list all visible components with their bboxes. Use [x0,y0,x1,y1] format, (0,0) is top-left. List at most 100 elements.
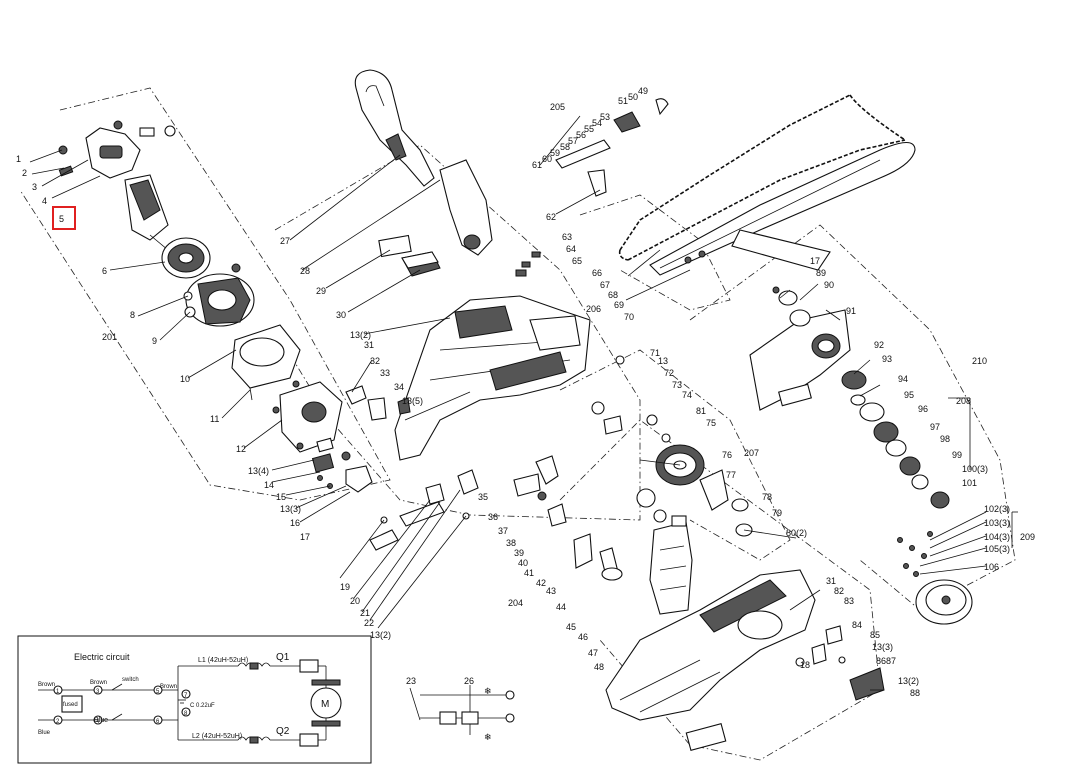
callout-28: 28 [300,266,310,276]
armature-part [124,174,211,279]
wiring-ref-23: 23 [406,676,416,686]
callout-69: 69 [614,300,624,310]
wiring-diagram: ❄ ❄ 23 26 [406,676,515,742]
terminal-6: 6 [156,719,160,725]
switch-parts [311,437,373,493]
main-housing-part [394,295,591,461]
callout-96: 96 [918,404,928,414]
callout-18: 18 [800,660,810,670]
q1-label: Q1 [276,652,290,663]
callout-88: 88 [910,688,920,698]
callout-58: 58 [560,142,570,152]
callout-68: 68 [608,290,618,300]
terminal-2: 2 [56,719,60,725]
bar-clamp-parts [513,455,623,581]
motor-housing-part [231,324,301,401]
callout-1: 1 [16,154,21,164]
wire-brown-left: Brown [38,682,55,688]
callout-13c: 13 [658,356,668,366]
oil-tank-part [649,515,693,615]
callout-13-2b: 13(2) [370,630,391,640]
callout-94: 94 [898,374,908,384]
callout-20: 20 [350,596,360,606]
callout-100-3: 100(3) [962,464,988,474]
callout-13-5: 13(5) [402,396,423,406]
callout-90: 90 [824,280,834,290]
handle-bracket-part [439,159,493,256]
wire-blue-mid: Blue [94,717,108,724]
drive-small-parts [591,355,753,537]
callout-40: 40 [518,558,528,568]
callout-56: 56 [576,130,586,140]
callout-8: 8 [130,310,135,320]
callout-29: 29 [316,286,326,296]
switch-label: switch [122,677,139,683]
capacitor-label: C 0.22uF [190,703,215,709]
callout-33: 33 [380,368,390,378]
callout-105-3: 105(3) [984,544,1010,554]
leader-lines [29,115,1018,691]
adjuster-parts [772,286,950,509]
callout-36: 36 [488,512,498,522]
housing-clip-parts [345,385,411,421]
wiring-ref-26: 26 [464,676,474,686]
gear-housing-part [272,380,343,453]
callout-97: 97 [930,422,940,432]
callout-93: 93 [882,354,892,364]
lower-housing-part [605,569,816,721]
callout-84: 84 [852,620,862,630]
callout-60: 60 [542,154,552,164]
callout-50: 50 [628,92,638,102]
callout-15: 15 [276,492,286,502]
callout-13-2a: 13(2) [350,330,371,340]
callout-17: 17 [300,532,310,542]
terminal-5: 5 [156,689,160,695]
callout-2: 2 [22,168,27,178]
terminal-8: 8 [184,711,188,717]
snowflake-icon: ❄ [484,686,492,696]
callout-31b: 31 [826,576,836,586]
inductor-l1-label: L1 (42uH-52uH) [198,657,248,664]
screw-set-part [897,531,933,577]
chain-tension-parts [515,98,669,277]
callout-74: 74 [682,390,692,400]
callout-61: 61 [532,160,542,170]
callout-43: 43 [546,586,556,596]
callout-81: 81 [696,406,706,416]
callout-11: 11 [210,414,219,424]
callout-99: 99 [952,450,962,460]
callout-6: 6 [102,266,107,276]
callout-48: 48 [594,662,604,672]
wire-blue-left: Blue [38,730,51,736]
terminal-7: 7 [184,693,188,699]
callout-27: 27 [280,236,290,246]
callout-204: 204 [508,598,523,608]
callout-201: 201 [102,332,117,342]
motor-group-outline [19,87,391,501]
callout-63: 63 [562,232,572,242]
callout-34: 34 [394,382,404,392]
callout-85: 85 [870,630,880,640]
callout-78: 78 [762,492,772,502]
callout-51: 51 [618,96,628,106]
callout-17b: 17 [810,256,820,266]
callout-98: 98 [940,434,950,444]
callout-205: 205 [550,102,565,112]
front-handle-part [354,69,435,187]
callout-210: 210 [972,356,987,366]
housing-group-outline [274,144,641,521]
callout-41: 41 [524,568,534,578]
callout-79: 79 [772,508,782,518]
callout-207: 207 [744,448,759,458]
callout-70: 70 [624,312,634,322]
callout-89: 89 [816,268,826,278]
callout-55: 55 [584,124,594,134]
callout-46: 46 [578,632,588,642]
guide-bar-part [649,141,916,276]
callout-57: 57 [568,136,578,146]
callout-91: 91 [846,306,856,316]
stator-part [183,263,255,327]
callout-19: 19 [340,582,350,592]
